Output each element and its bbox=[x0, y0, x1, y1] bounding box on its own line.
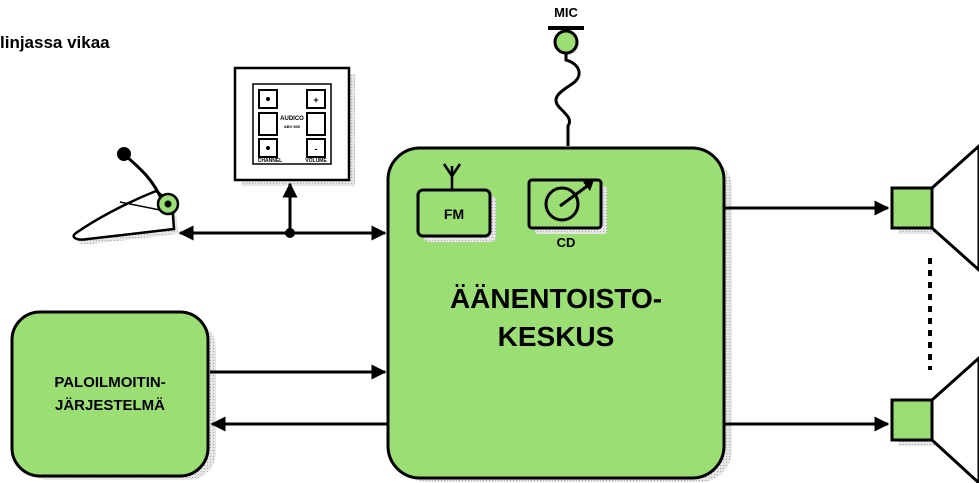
microphone-icon: MIC bbox=[548, 5, 584, 146]
fm-radio-icon: FM bbox=[416, 163, 496, 242]
speaker-icon bbox=[890, 143, 979, 273]
panel-volume-label: VOLUME bbox=[305, 158, 327, 164]
panel-channel-label: CHANNEL bbox=[258, 158, 282, 164]
panel-minus: - bbox=[315, 144, 318, 154]
fire-line1: PALOILMOITIN- bbox=[54, 374, 165, 391]
fire-alarm-system: PALOILMOITIN- JÄRJESTELMÄ bbox=[10, 310, 216, 480]
panel-plus: + bbox=[313, 95, 318, 105]
panel-brand: AUDICO bbox=[280, 116, 304, 122]
cd-label: CD bbox=[557, 235, 576, 250]
panel-model: ABV 800 bbox=[284, 124, 301, 129]
diagram-title: linjassa vikaa bbox=[0, 33, 110, 52]
mic-label: MIC bbox=[554, 5, 578, 20]
speaker-icon bbox=[890, 355, 979, 483]
fire-line2: JÄRJESTELMÄ bbox=[55, 397, 165, 414]
cd-player-icon: CD bbox=[527, 178, 607, 250]
wall-control-panel-icon: + - AUDICO ABV 800 CHANNEL VOLUME bbox=[233, 66, 355, 186]
fm-label: FM bbox=[444, 206, 464, 222]
junction-dot bbox=[285, 228, 295, 238]
center-title-line1: ÄÄNENTOISTO- bbox=[450, 283, 662, 314]
desk-microphone-icon bbox=[72, 147, 180, 245]
center-title-line2: KESKUS bbox=[498, 321, 615, 352]
